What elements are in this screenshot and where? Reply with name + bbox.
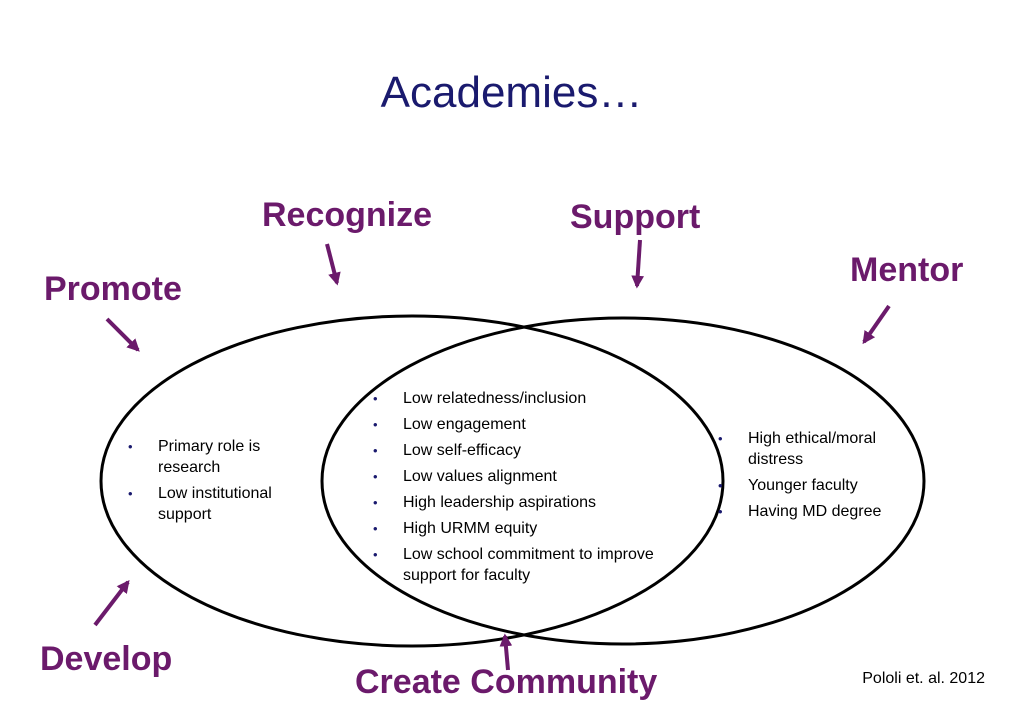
list-item: Low school commitment to improve support…	[373, 544, 703, 586]
citation: Pololi et. al. 2012	[862, 670, 985, 687]
right-circle	[320, 316, 926, 646]
promote-arrow	[105, 317, 140, 352]
list-item: Younger faculty	[718, 475, 908, 496]
list-item: High ethical/moral distress	[718, 428, 908, 470]
support-arrow	[631, 239, 645, 289]
develop-arrow	[93, 579, 130, 627]
promote-label: Promote	[44, 270, 182, 308]
list-item: Low self-efficacy	[373, 440, 703, 461]
list-item: Low values alignment	[373, 466, 703, 487]
list-item: Low engagement	[373, 414, 703, 435]
overlap-list: Low relatedness/inclusion Low engagement…	[373, 388, 703, 591]
list-item: High URMM equity	[373, 518, 703, 539]
mentor-arrow	[862, 304, 891, 345]
list-item: Low institutional support	[128, 483, 298, 525]
develop-label: Develop	[40, 640, 173, 678]
mentor-label: Mentor	[850, 251, 964, 289]
list-item: High leadership aspirations	[373, 492, 703, 513]
list-item: Low relatedness/inclusion	[373, 388, 703, 409]
support-label: Support	[570, 198, 701, 236]
create-community-label: Create Community	[355, 663, 658, 701]
right-circle-list: High ethical/moral distress Younger facu…	[718, 428, 908, 527]
recognize-arrow	[325, 243, 341, 286]
slide-title: Academies…	[380, 68, 643, 117]
create-community-arrow	[499, 633, 513, 671]
list-item: Primary role is research	[128, 436, 298, 478]
left-circle-list: Primary role is research Low institution…	[128, 436, 298, 530]
list-item: Having MD degree	[718, 501, 908, 522]
recognize-label: Recognize	[262, 196, 433, 234]
